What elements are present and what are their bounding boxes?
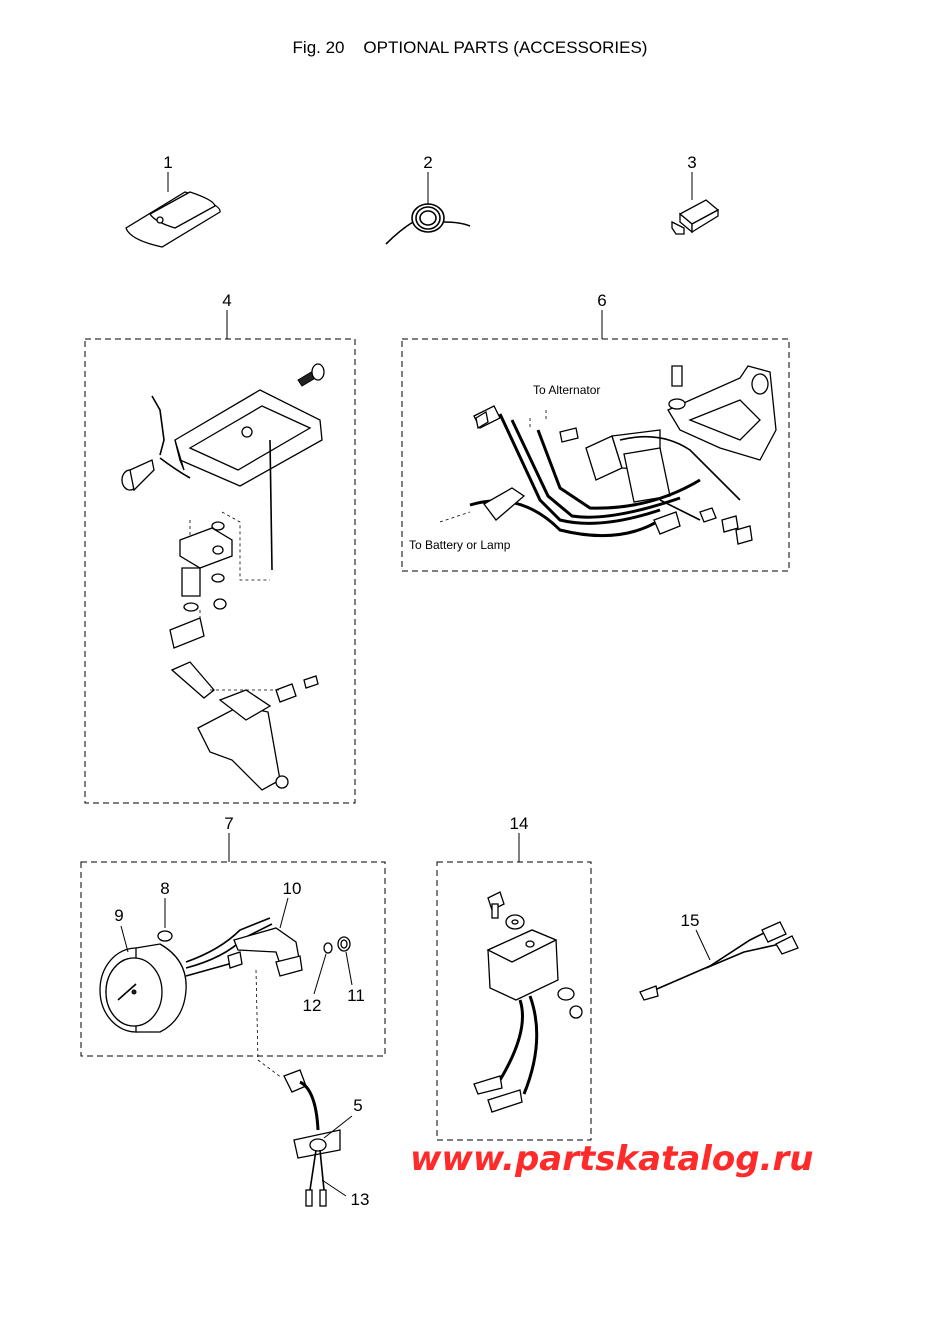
- to-alternator-label: To Alternator: [533, 383, 600, 397]
- callout-2: 2: [423, 153, 432, 172]
- to-battery-label: To Battery or Lamp: [409, 538, 511, 552]
- callout-6: 6: [597, 291, 606, 310]
- part-14-unit-assembly: 14: [436, 814, 592, 1141]
- callout-7: 7: [224, 814, 233, 833]
- part-1-pouch: 1: [125, 153, 221, 248]
- callout-13: 13: [351, 1190, 370, 1209]
- part-7-gauge-assembly: 7 8 9 10 11 12: [80, 814, 386, 1209]
- figure-title-text: OPTIONAL PARTS (ACCESSORIES): [363, 38, 648, 57]
- callout-3: 3: [687, 153, 696, 172]
- callout-12: 12: [303, 996, 322, 1015]
- part-3-stud: 3: [671, 153, 720, 235]
- callout-5: 5: [353, 1096, 362, 1115]
- callout-4: 4: [222, 291, 231, 310]
- part-4-steering-assembly: 4: [84, 291, 356, 804]
- group-4-box: [84, 338, 356, 804]
- callout-9: 9: [114, 906, 123, 925]
- figure-title: Fig. 20 OPTIONAL PARTS (ACCESSORIES): [0, 38, 940, 58]
- group-6-box: [401, 338, 790, 572]
- callout-1: 1: [163, 153, 172, 172]
- watermark-text: www.partskatalog.ru: [410, 1139, 814, 1179]
- part-2-spring: 2: [385, 153, 471, 245]
- callout-14: 14: [510, 814, 529, 833]
- figure-label: Fig. 20: [292, 38, 345, 57]
- callout-8: 8: [160, 879, 169, 898]
- group-14-box: [436, 861, 592, 1141]
- callout-15: 15: [681, 911, 700, 930]
- part-6-wiring-assembly: 6 To Alternator To Battery or Lamp: [401, 291, 790, 572]
- part-15-lead-wire: 15: [639, 911, 799, 1001]
- callout-10: 10: [283, 879, 302, 898]
- group-7-box: [80, 861, 386, 1057]
- callout-11: 11: [347, 986, 365, 1005]
